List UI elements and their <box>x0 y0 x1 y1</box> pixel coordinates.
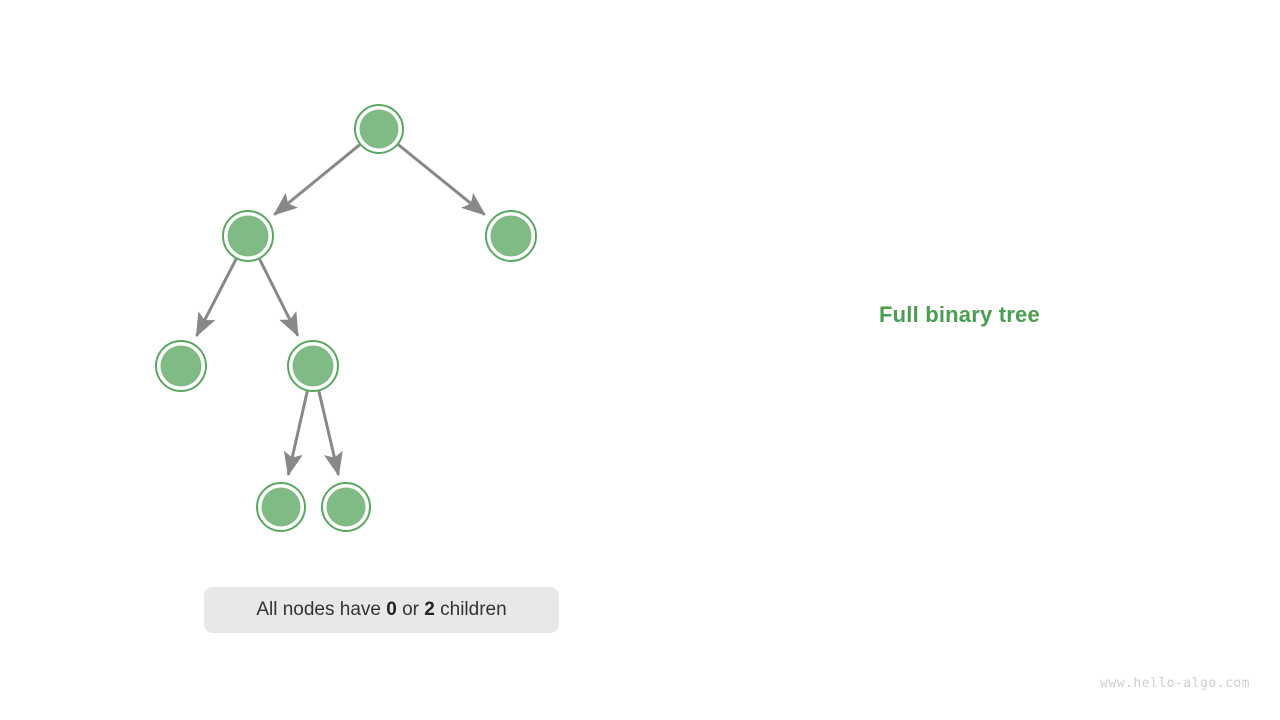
tree-node <box>287 340 339 392</box>
node-white-ring <box>289 342 337 390</box>
tree-edge <box>283 391 309 477</box>
tree-edges <box>195 143 486 477</box>
node-white-ring <box>224 212 272 260</box>
caption-badge: All nodes have 0 or 2 children <box>204 587 559 633</box>
caption-bold-zero: 0 <box>386 599 397 620</box>
node-circle <box>490 215 532 257</box>
node-circle <box>227 215 269 257</box>
watermark-url: www.hello-algo.com <box>1100 676 1250 691</box>
tree-edge <box>195 258 238 338</box>
node-outer-ring <box>256 482 306 532</box>
node-circle <box>292 345 334 387</box>
caption-middle: or <box>396 599 425 620</box>
caption-text: All nodes have 0 or 2 children <box>256 599 506 621</box>
node-circle <box>160 345 202 387</box>
node-outer-ring <box>485 210 537 262</box>
node-white-ring <box>323 484 369 530</box>
caption-prefix: All nodes have <box>256 599 387 620</box>
tree-edge <box>397 143 486 216</box>
node-outer-ring <box>287 340 339 392</box>
caption-suffix: children <box>434 599 507 620</box>
node-white-ring <box>258 484 304 530</box>
tree-edge <box>258 258 300 337</box>
tree-edge <box>273 143 361 216</box>
node-white-ring <box>487 212 535 260</box>
node-circle <box>261 487 301 527</box>
tree-node <box>321 482 371 532</box>
node-outer-ring <box>354 104 404 154</box>
tree-node <box>485 210 537 262</box>
node-white-ring <box>356 106 402 152</box>
node-outer-ring <box>155 340 207 392</box>
tree-node <box>256 482 306 532</box>
tree-node <box>354 104 404 154</box>
node-outer-ring <box>222 210 274 262</box>
page-title: Full binary tree <box>879 302 1040 327</box>
node-white-ring <box>157 342 205 390</box>
tree-node <box>222 210 274 262</box>
node-circle <box>326 487 366 527</box>
tree-node <box>155 340 207 392</box>
tree-nodes <box>155 104 537 532</box>
tree-edge <box>317 390 343 477</box>
caption-bold-two: 2 <box>424 599 435 620</box>
node-circle <box>359 109 399 149</box>
node-outer-ring <box>321 482 371 532</box>
